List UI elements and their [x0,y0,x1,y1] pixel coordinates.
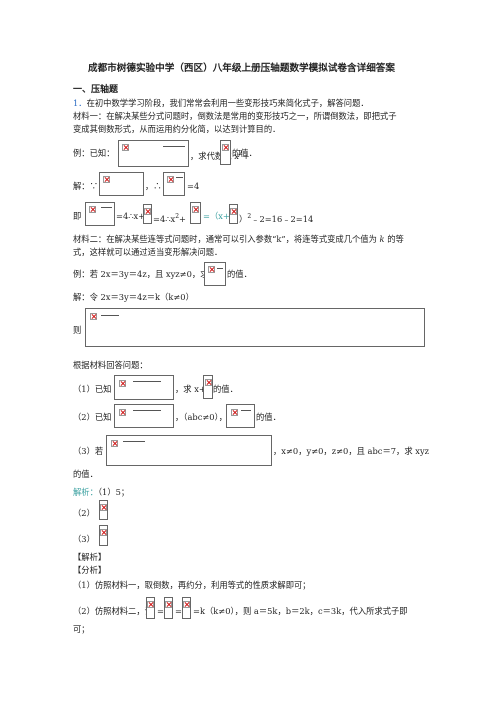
analysis-line-2-rest: =k（k≠0），则 a＝5k，b＝2k，c＝3k，代入所求式子即 [193,606,408,616]
overline [133,381,161,382]
example-two-prefix: 例：若 2x＝3y＝4z，且 xyz≠0，求 [73,269,209,279]
bracket-jiexi: 【解析】 [73,552,107,562]
formula-image-box [190,202,201,224]
overline [123,441,145,442]
broken-image-icon [167,176,174,183]
ze-label: 则 [73,325,82,335]
material-one-line-1: 材料一：在解决某些分式问题时，倒数法是常用的变形技巧之一，所谓倒数法，即把式子 [73,111,397,121]
overline [241,410,251,411]
formula-image-box [118,140,189,167]
formula-image-box [114,404,174,428]
formula-image-box [203,375,213,399]
ji-prefix: 即 [73,211,82,221]
overline [163,146,185,147]
broken-image-icon [119,380,126,387]
solution-one-therefore: ，∴ [145,181,162,191]
question-three-suffix: 的值． [73,469,98,479]
problem-intro: 1．在初中数学学习阶段，我们常常会利用一些变形技巧来简化式子，解答问题． [73,98,369,109]
broken-image-icon [147,601,154,608]
question-two-mid: ，（abc≠0），求 [175,412,236,422]
ji-step-4: ）2﹣2=16﹣2=14 [239,213,314,224]
section-heading: 一、压轴题 [73,85,119,95]
formula-image-box [220,140,231,165]
broken-image-icon [119,409,126,416]
formula-image-box [164,597,173,619]
ji-step-2: =4∴x2+ [153,213,186,224]
material-two-line-2: 式，这样就可以通过适当变形解决问题． [73,247,223,257]
intro-text: 在初中数学学习阶段，我们常常会利用一些变形技巧来简化式子，解答问题． [86,98,369,108]
formula-image-box [204,262,226,286]
solution-one-equals: =4 [187,181,200,191]
material-one-line-2: 变成其倒数形式，从而运用约分化简，以达到计算目的． [73,124,281,134]
ji-step-3: =（x+ [203,211,230,221]
formula-image-box [226,404,255,428]
overline [217,268,223,269]
broken-image-icon [103,176,110,183]
formula-image-box [106,435,272,466]
problem-number: 1． [73,98,87,108]
formula-image-box [229,204,238,224]
broken-image-icon [208,266,215,273]
analysis-equals-2: = [175,606,182,616]
question-two-prefix: （2）已知 [73,412,112,422]
broken-image-icon [144,208,151,215]
formula-image-box [99,172,144,196]
broken-image-icon [231,409,238,416]
bracket-fenxi: 【分析】 [73,565,107,575]
broken-image-icon [100,504,107,511]
broken-image-icon [230,208,237,215]
broken-image-icon [122,144,129,151]
question-three-prefix: （3）若 [73,446,104,456]
broken-image-icon [89,206,96,213]
formula-image-box [85,308,425,347]
question-one-suffix: 的值． [213,384,238,394]
formula-image-box [182,597,191,619]
broken-image-icon [90,313,97,320]
broken-image-icon [111,440,118,447]
question-one-mid: ，求 x+ [175,384,206,394]
overline [176,177,183,178]
analysis-line-2-prefix: （2）仿照材料二，设 [73,606,153,616]
question-three-mid: ，x≠0，y≠0，z≠0，且 abc＝7，求 xyz [273,446,430,456]
answer-line-2: （2） [73,508,95,518]
formula-image-box [99,525,108,546]
example-one-suffix: 的值． [232,148,257,158]
broken-image-icon [100,529,107,536]
question-two-suffix: 的值． [256,412,281,422]
broken-image-icon [222,144,229,151]
answer-intro: 根据材料回答问题： [73,360,148,370]
formula-image-box [114,375,174,400]
analysis-line-1: （1）仿照材料一，取倒数，再约分，利用等式的性质求解即可； [73,580,311,590]
example-one-prefix: 例：已知： [73,148,115,158]
broken-image-icon [183,601,190,608]
answer-line-1: 解析：（1）5； [73,487,130,497]
ji-step-1: =4∴x+ [116,211,146,221]
material-two-line-1: 材料二：在解决某些连等式问题时，通常可以引入参数“k”，将连等式变成几个值为 k… [73,234,404,244]
solution-one-prefix: 解：∵ [73,181,98,191]
formula-image-box [163,172,185,196]
broken-image-icon [205,379,212,386]
analysis-equals-1: = [157,606,164,616]
formula-image-box [143,204,152,224]
overline [101,315,119,316]
question-one-prefix: （1）已知 [73,384,112,394]
answer-line-3: （3） [73,534,95,544]
overline [101,207,112,208]
formula-image-box [85,202,115,226]
page-title: 成都市树德实验中学（西区）八年级上册压轴题数学模拟试卷含详细答案 [88,63,395,74]
formula-image-box [99,500,108,520]
analysis-line-2-end: 可； [73,624,90,634]
overline [133,410,161,411]
example-two-suffix: 的值． [227,269,252,279]
broken-image-icon [192,206,199,213]
solution-two: 解：令 2x＝3y＝4z＝k（k≠0） [73,292,194,302]
example-one-expression: ，求代数式 x2+ [190,150,250,161]
formula-image-box [146,597,155,619]
broken-image-icon [165,601,172,608]
